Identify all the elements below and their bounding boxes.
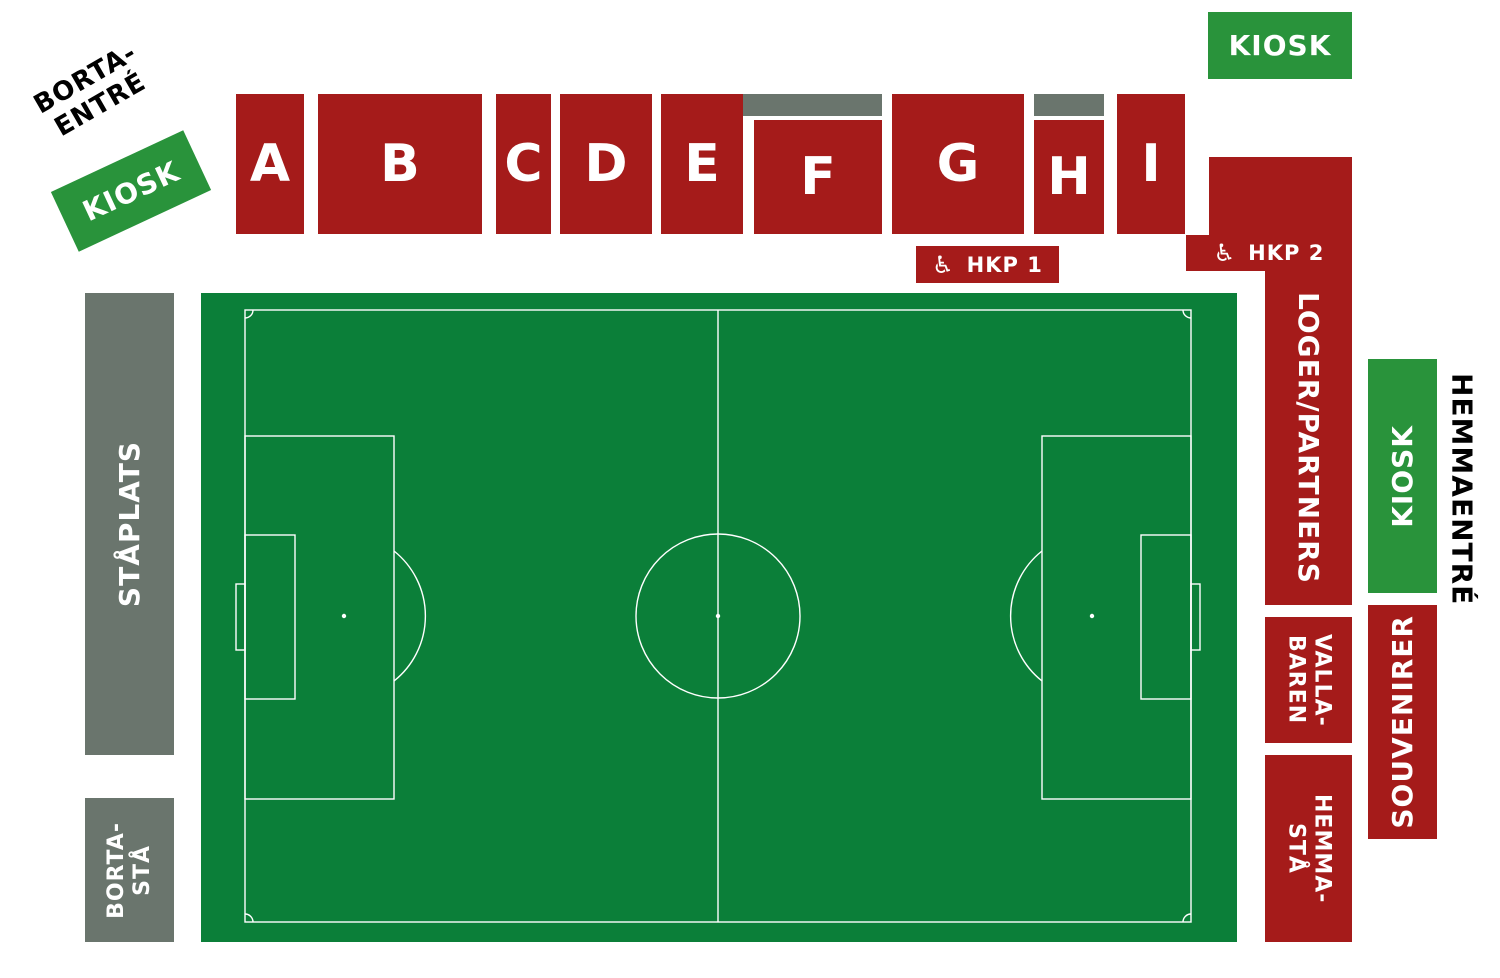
section-b[interactable]: B: [318, 94, 482, 234]
section-a[interactable]: A: [236, 94, 304, 234]
section-a-label: A: [249, 134, 291, 194]
wheelchair-icon: ♿: [1213, 239, 1237, 267]
section-g[interactable]: G: [892, 94, 1024, 234]
section-h[interactable]: H: [1034, 120, 1104, 234]
valla-baren-label: VALLA- BAREN: [1283, 633, 1335, 727]
kiosk-right[interactable]: KIOSK: [1368, 359, 1437, 593]
valla-baren[interactable]: VALLA- BAREN: [1265, 617, 1352, 743]
kiosk-left-label: KIOSK: [77, 154, 185, 228]
hkp2-label: HKP 2: [1248, 241, 1325, 265]
hkp1-badge[interactable]: ♿ HKP 1: [916, 246, 1059, 283]
home-standing-label: HEMMA- STÅ: [1283, 793, 1335, 904]
section-c[interactable]: C: [496, 94, 551, 234]
home-entrance-label: HEMMAENTRÉ: [1445, 372, 1479, 606]
grey-strip-f: [720, 94, 882, 116]
grey-strip-h: [1034, 94, 1104, 116]
hkp1-label: HKP 1: [966, 252, 1043, 277]
wheelchair-icon: ♿: [932, 250, 955, 279]
kiosk-right-label: KIOSK: [1386, 424, 1419, 528]
home-standing[interactable]: HEMMA- STÅ: [1265, 755, 1352, 942]
souvenirs-label: SOUVENIRER: [1386, 615, 1419, 829]
section-d-label: D: [584, 134, 628, 194]
section-h-label: H: [1047, 147, 1091, 207]
section-i[interactable]: I: [1117, 94, 1185, 234]
away-standing-label: BORTA- STÅ: [103, 821, 155, 919]
section-i-label: I: [1141, 134, 1161, 194]
kiosk-top-label: KIOSK: [1228, 29, 1332, 62]
boxes-partners[interactable]: LOGER/PARTNERS: [1265, 271, 1352, 605]
section-c-label: C: [504, 134, 543, 194]
section-f-label: F: [800, 147, 836, 207]
souvenirs[interactable]: SOUVENIRER: [1368, 605, 1437, 839]
away-entrance-label: BORTA- ENTRÉ: [28, 37, 152, 143]
hkp2-badge[interactable]: ♿ HKP 2: [1186, 235, 1352, 271]
football-pitch: [201, 293, 1237, 942]
section-d[interactable]: D: [560, 94, 652, 234]
boxes-partners-label: LOGER/PARTNERS: [1292, 292, 1325, 584]
section-e-label: E: [684, 134, 720, 194]
section-b-label: B: [380, 134, 420, 194]
section-g-label: G: [936, 134, 980, 194]
section-f[interactable]: F: [754, 120, 882, 234]
kiosk-top[interactable]: KIOSK: [1208, 12, 1352, 79]
away-standing[interactable]: BORTA- STÅ: [85, 798, 174, 942]
section-e[interactable]: E: [661, 94, 743, 234]
pitch-markings: [235, 309, 1201, 923]
standing-label: STÅPLATS: [113, 440, 146, 608]
standing-area[interactable]: STÅPLATS: [85, 293, 174, 755]
boxes-block-top: [1209, 157, 1352, 235]
